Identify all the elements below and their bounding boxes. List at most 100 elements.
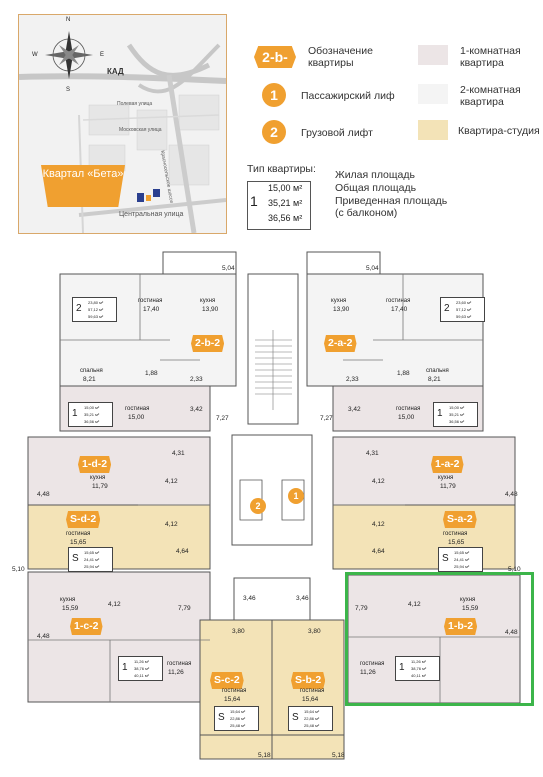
- legend-apartment-tag: 2-b-: [254, 46, 296, 68]
- apartment-tag[interactable]: 2-a-2: [324, 335, 357, 352]
- room-label: гостиная: [66, 531, 91, 537]
- area-value: 5,18: [258, 752, 271, 759]
- area-value: 4,12: [372, 478, 385, 485]
- room-label: гостиная: [125, 406, 150, 412]
- type-label: Приведенная площадь: [335, 195, 448, 207]
- apartment-summary[interactable]: 2 23,60 м² 57,12 м² 59,63 м²: [440, 297, 485, 322]
- area-value: 4,12: [408, 601, 421, 608]
- swatch-two-room: [418, 84, 448, 104]
- area-value: 4,12: [165, 478, 178, 485]
- passenger-lift-icon: 1: [288, 488, 304, 504]
- area-value: 17,40: [143, 306, 160, 313]
- area-value: 15,59: [62, 605, 79, 612]
- apartment-tag[interactable]: 2-b-2: [191, 335, 225, 352]
- room-label: кухня: [60, 597, 76, 603]
- type-label: Общая площадь: [335, 182, 417, 194]
- room-label: гостиная: [138, 298, 163, 304]
- apartment-tag[interactable]: 1-a-2: [431, 456, 464, 473]
- apartment-summary[interactable]: 2 23,80 м² 57,12 м² 59,63 м²: [72, 297, 117, 322]
- apartment-summary[interactable]: 1 11,26 м² 38,76 м² 40,11 м²: [118, 656, 163, 681]
- area-value: 15,00: [128, 414, 145, 421]
- room-label: кухня: [460, 597, 476, 603]
- area-value: 4,64: [372, 548, 385, 555]
- room-label: спальня: [80, 368, 103, 374]
- room-label: гостиная: [443, 531, 468, 537]
- swatch-one-room: [418, 45, 448, 65]
- area-value: 15,00: [398, 414, 415, 421]
- apartment-tag[interactable]: S-d-2: [66, 511, 101, 528]
- apartment-summary[interactable]: 1 15,00 м² 35,21 м² 36,56 м²: [433, 402, 478, 427]
- room-label: гостиная: [300, 688, 325, 694]
- area-value: 4,64: [176, 548, 189, 555]
- apartment-summary[interactable]: S 15,65 м² 24,41 м² 25,94 м²: [438, 547, 483, 572]
- area-value: 7,79: [355, 605, 368, 612]
- apartment-tag[interactable]: 1-c-2: [70, 618, 103, 635]
- area-value: 11,26: [168, 669, 184, 676]
- area-value: 1,88: [145, 370, 158, 377]
- swatch-studio: [418, 120, 448, 140]
- compass-s: S: [66, 87, 71, 93]
- apartment-summary[interactable]: S 15,64 м² 22,86 м² 25,48 м²: [214, 706, 259, 731]
- kvartal-badge: Квартал «Бета»: [41, 165, 125, 207]
- area-value: 2,33: [190, 376, 203, 383]
- street-label: Полевая улица: [117, 101, 153, 107]
- apartment-summary[interactable]: 1 11,26 м² 38,76 м² 40,11 м²: [395, 656, 440, 681]
- area-value: 3,80: [232, 628, 245, 635]
- area-value: 7,27: [320, 415, 333, 422]
- area-value: 5,10: [508, 566, 521, 573]
- legend-one-room: 1-комнатная квартира: [460, 45, 521, 69]
- room-label: кухня: [90, 475, 106, 481]
- area-value: 5,04: [366, 265, 379, 272]
- area-value: 7,79: [178, 605, 191, 612]
- room-label: кухня: [200, 298, 216, 304]
- area-value: 2,33: [346, 376, 359, 383]
- area-value: 4,48: [37, 633, 50, 640]
- apartment-tag[interactable]: 1-b-2: [444, 618, 478, 635]
- legend-lift1-icon: 1: [262, 83, 286, 107]
- room-label: гостиная: [167, 661, 192, 667]
- area-value: 13,90: [202, 306, 219, 313]
- legend-lift2-text: Грузовой лифт: [301, 127, 373, 139]
- area-value: 4,12: [108, 601, 121, 608]
- area-value: 4,48: [505, 629, 518, 636]
- type-title: Тип квартиры:: [247, 163, 316, 175]
- room-label: кухня: [438, 475, 454, 481]
- road-kad-label: КАД: [107, 67, 124, 76]
- area-value: 3,46: [243, 595, 256, 602]
- type-sample-value: 35,21 м²: [268, 198, 303, 208]
- apartment-summary[interactable]: 1 15,00 м² 35,21 м² 36,56 м²: [68, 402, 113, 427]
- area-value: 7,27: [216, 415, 229, 422]
- apartment-summary[interactable]: S 15,64 м² 22,86 м² 25,48 м²: [288, 706, 333, 731]
- area-value: 11,79: [440, 483, 456, 490]
- compass-e: E: [100, 52, 105, 58]
- area-value: 1,88: [397, 370, 410, 377]
- legend-lift2-icon: 2: [262, 120, 286, 144]
- apartment-tag[interactable]: S-c-2: [210, 672, 244, 689]
- type-sample-value: 15,00 м²: [268, 183, 303, 193]
- freight-lift-icon: 2: [250, 498, 266, 514]
- area-value: 8,21: [428, 376, 441, 383]
- area-value: 15,64: [302, 696, 319, 703]
- area-value: 5,10: [12, 566, 25, 573]
- area-value: 17,40: [391, 306, 408, 313]
- apartment-summary[interactable]: S 15,65 м² 24,41 м² 25,94 м²: [68, 547, 113, 572]
- area-value: 5,18: [332, 752, 345, 759]
- type-label: Жилая площадь: [335, 169, 415, 181]
- area-value: 4,12: [165, 521, 178, 528]
- apartment-tag[interactable]: S-a-2: [443, 511, 477, 528]
- apartment-tag[interactable]: S-b-2: [291, 672, 326, 689]
- type-sample-number: 1: [250, 193, 258, 209]
- area-value: 11,26: [360, 669, 376, 676]
- street-label: Центральная улица: [119, 211, 184, 218]
- apartment-tag[interactable]: 1-d-2: [78, 456, 112, 473]
- area-value: 15,64: [224, 696, 241, 703]
- area-value: 4,12: [372, 521, 385, 528]
- legend-studio: Квартира-студия: [458, 125, 540, 137]
- legend-tag-text: Обозначение квартиры: [308, 45, 373, 69]
- area-value: 3,46: [296, 595, 309, 602]
- area-value: 13,90: [333, 306, 350, 313]
- area-value: 4,31: [172, 450, 185, 457]
- type-sample-box: [247, 181, 311, 230]
- type-label: (с балконом): [335, 207, 398, 219]
- selected-apartment-highlight[interactable]: [345, 572, 534, 706]
